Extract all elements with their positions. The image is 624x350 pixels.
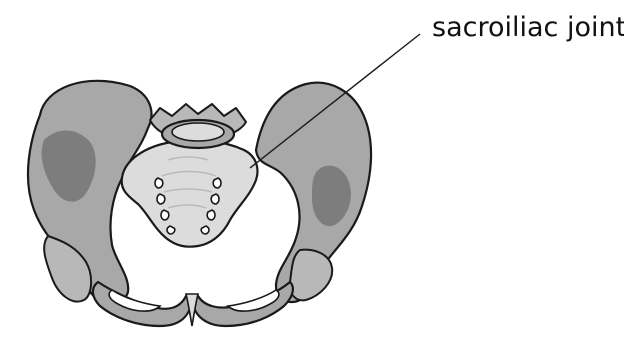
sacrum-body [122,140,258,247]
sacral-foramen [157,194,165,204]
right-ischium [290,250,333,301]
sacroiliac-joint-label: sacroiliac joint [432,12,624,43]
sacrum [122,140,258,247]
sacral-foramen [211,194,219,204]
vertebral-body-top [172,123,224,141]
sacral-foramen [161,210,169,220]
lumbar-vertebra [150,104,246,148]
sacral-foramen [213,178,221,188]
sacral-foramen [155,178,163,188]
sacral-foramen [207,210,215,220]
sacral-foramen [167,226,175,234]
sacral-foramen [201,226,209,234]
